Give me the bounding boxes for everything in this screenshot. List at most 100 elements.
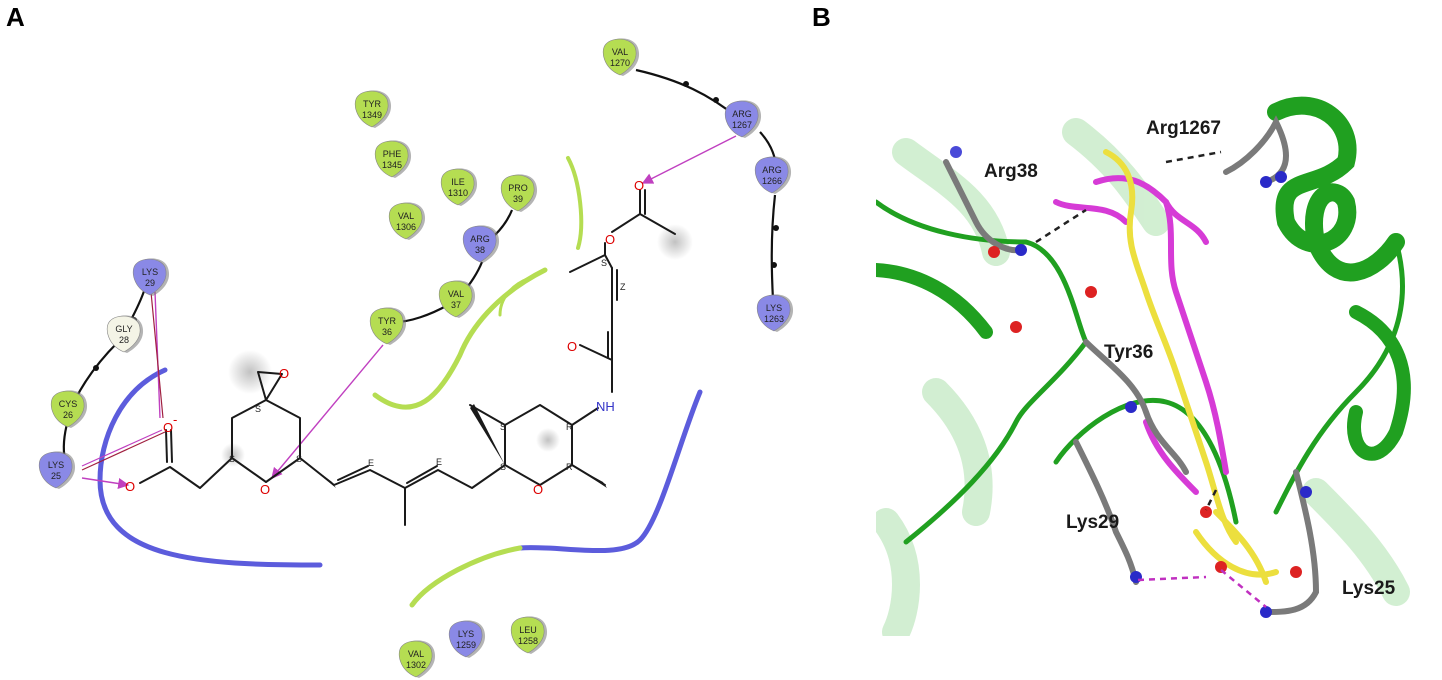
svg-text:E: E xyxy=(368,458,374,468)
oxygen-carboxylate-2: O xyxy=(163,420,173,435)
svg-text:S: S xyxy=(500,422,506,432)
residue-number: 1267 xyxy=(732,120,752,130)
residue-body xyxy=(354,90,389,128)
residue-name: ILE xyxy=(451,177,465,187)
residue-number: 1266 xyxy=(762,176,782,186)
ribbon-helix-far-right xyxy=(1347,305,1411,461)
ribbon-helix-right xyxy=(1267,96,1405,282)
svg-text:S: S xyxy=(601,258,607,268)
chain-dots xyxy=(93,81,779,371)
interaction-lines xyxy=(81,135,737,490)
residue-name: VAL xyxy=(612,47,628,57)
residue-number: 1258 xyxy=(518,636,538,646)
pocket-outline xyxy=(97,156,703,608)
residue-name: VAL xyxy=(448,289,464,299)
residue-body xyxy=(462,225,497,263)
ligand-magenta xyxy=(1053,175,1229,495)
svg-text:R: R xyxy=(566,462,573,472)
residue-name: LYS xyxy=(766,303,782,313)
residue-body xyxy=(388,202,423,240)
svg-text:S: S xyxy=(255,404,261,414)
atom-spheres xyxy=(950,146,1312,618)
stereo-labels: S S S S R S R E E Z S xyxy=(229,258,626,472)
residue-number: 1259 xyxy=(456,640,476,650)
hbond-lys25-carboxylate-2 xyxy=(81,429,163,467)
residue-number: 1349 xyxy=(362,110,382,120)
svg-text:R: R xyxy=(566,422,573,432)
residue-body xyxy=(448,620,483,658)
residue-number: 38 xyxy=(475,245,485,255)
residue-name: LYS xyxy=(458,629,474,639)
residue-number: 28 xyxy=(119,335,129,345)
oxygen-epoxide: O xyxy=(279,366,289,381)
residue-number: 1263 xyxy=(764,314,784,324)
label-lys25: Lys25 xyxy=(1342,578,1396,599)
ribbon-strand-arrow xyxy=(876,263,993,339)
atom-labels: O O O O O - O NH O O xyxy=(125,178,644,497)
ligand-skeleton xyxy=(139,189,676,526)
charge-carboxylate: - xyxy=(173,412,177,427)
svg-text:S: S xyxy=(500,462,506,472)
residue-body xyxy=(398,640,433,678)
stick-arg38 xyxy=(943,159,1024,254)
pocket-curve-blue-right xyxy=(517,389,703,554)
residue-number: 36 xyxy=(382,327,392,337)
hbond-lys25-carboxylate xyxy=(81,477,130,490)
stick-lys25 xyxy=(1263,469,1320,615)
hbond-dashes xyxy=(1035,150,1267,608)
residue-body xyxy=(754,156,789,194)
residue-name: CYS xyxy=(59,399,78,409)
residue-name: LEU xyxy=(519,625,537,635)
residue-labels-3d: Arg1267 Arg38 Tyr36 Lys29 Lys25 xyxy=(984,118,1396,599)
residue-number: 39 xyxy=(513,194,523,204)
residue-name: PRO xyxy=(508,183,528,193)
ribbon-loop-left xyxy=(876,199,1089,345)
label-lys29: Lys29 xyxy=(1066,512,1119,533)
residue-number: 1306 xyxy=(396,222,416,232)
label-arg38: Arg38 xyxy=(984,161,1038,182)
pocket-curve-green-top xyxy=(566,156,584,250)
residue-name: LYS xyxy=(142,267,158,277)
saltbridge-lys29 xyxy=(150,291,164,419)
svg-text:S: S xyxy=(229,454,235,464)
stick-arg1267 xyxy=(1223,115,1289,185)
nitrogen-amide: NH xyxy=(596,399,615,414)
chain-gly28-cys26 xyxy=(74,341,119,401)
residue-body xyxy=(602,38,637,76)
residue-number: 29 xyxy=(145,278,155,288)
oxygen-carboxylate-1: O xyxy=(125,479,135,494)
residue-name: ARG xyxy=(732,109,752,119)
residue-name: TYR xyxy=(378,316,397,326)
svg-text:E: E xyxy=(436,457,442,467)
residue-body xyxy=(38,451,73,489)
residue-number: 37 xyxy=(451,300,461,310)
oxygen-ester: O xyxy=(605,232,615,247)
residue-name: VAL xyxy=(408,649,424,659)
residue-body xyxy=(106,315,141,353)
saltbridge-lys25 xyxy=(81,431,166,471)
solvent-halos xyxy=(221,224,693,467)
residue-name: LYS xyxy=(48,460,64,470)
residue-number: 1345 xyxy=(382,160,402,170)
oxygen-ring-2: O xyxy=(533,482,543,497)
residue-body xyxy=(438,280,473,318)
chain-val1270-arg1267 xyxy=(635,68,739,119)
hbond-arg1267-carbonyl xyxy=(641,135,737,184)
stereo-wedges xyxy=(300,404,607,488)
oxygen-ring-1: O xyxy=(260,482,270,497)
residue-body xyxy=(440,168,475,206)
